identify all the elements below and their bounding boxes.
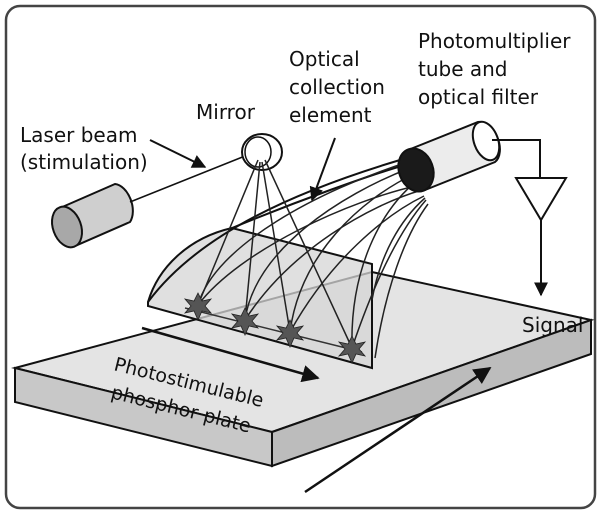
collection-element-top-edge xyxy=(147,159,401,303)
pmt-label-line2: tube and xyxy=(418,57,508,81)
laser-pointer-arrow xyxy=(149,139,207,168)
plate-motion-arrow xyxy=(304,366,492,494)
scan-line xyxy=(184,307,363,353)
signal-wire xyxy=(492,139,541,178)
amplifier-triangle-icon xyxy=(514,177,568,222)
laser-beam-line xyxy=(129,153,251,203)
optical-pointer-arrow xyxy=(309,137,336,202)
reflected-beams xyxy=(197,159,353,349)
signal-label: Signal xyxy=(522,313,583,337)
laser-label-line1: Laser beam xyxy=(20,123,137,147)
phosphor-spark-icons xyxy=(183,292,367,364)
laser-cylinder-icon xyxy=(51,182,134,249)
pmt-label-line1: Photomultiplier xyxy=(418,29,571,53)
photomultiplier-tube-icon xyxy=(397,120,501,193)
phosphor-plate-side xyxy=(271,318,592,468)
mirror-icon xyxy=(241,133,283,171)
optical-label-line2: collection xyxy=(289,75,385,99)
laser-label-line2: (stimulation) xyxy=(20,150,148,174)
scan-direction-arrow xyxy=(141,326,320,383)
optical-label-line1: Optical xyxy=(289,47,360,71)
mirror-label: Mirror xyxy=(196,100,256,124)
emitted-light-paths xyxy=(197,161,429,359)
optical-label-line3: element xyxy=(289,103,372,127)
collection-element-inner-edge xyxy=(231,164,406,229)
pmt-label-line3: optical filter xyxy=(418,85,539,109)
